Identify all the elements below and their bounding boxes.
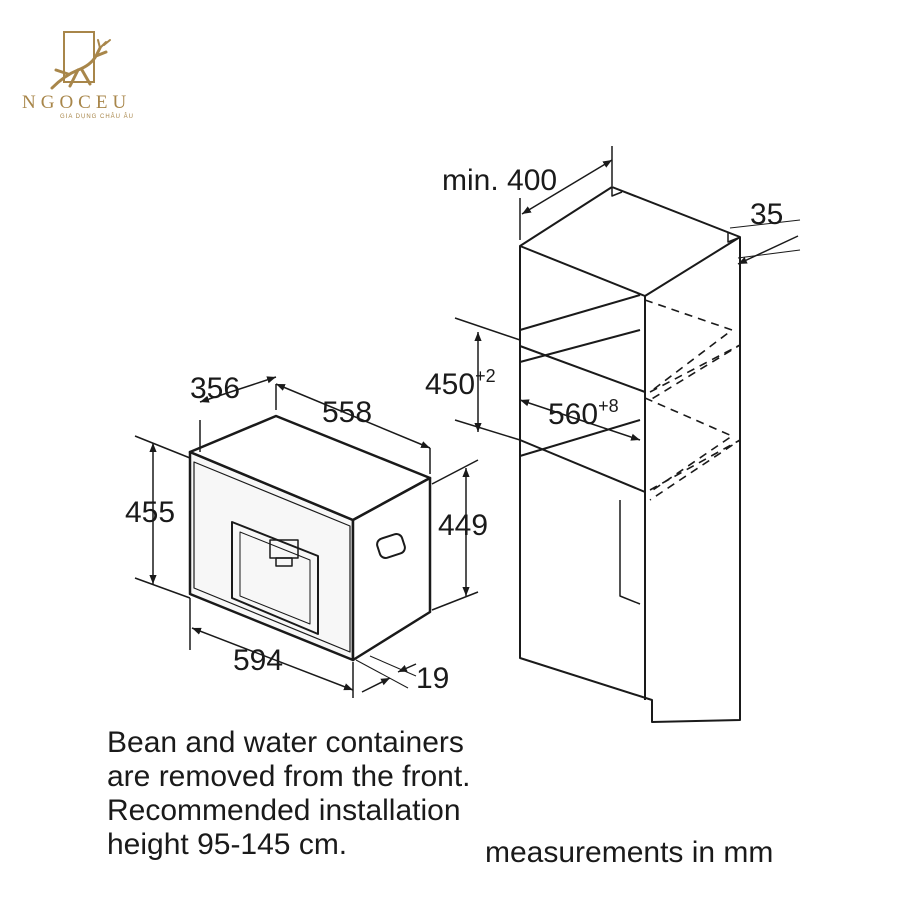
hidden-niche-lines [644, 299, 741, 501]
dim-body-width [275, 383, 431, 449]
note-line: Bean and water containers [107, 726, 464, 759]
label-rear-gap: 35 [750, 198, 783, 231]
appliance-drawing [188, 414, 432, 662]
shelf-upper-back [519, 329, 641, 363]
label-niche-width: 560+8 [548, 396, 619, 431]
label-niche-height: 450+2 [425, 366, 496, 401]
label-front-thickness: 19 [416, 662, 449, 695]
label-appliance-depth: 356 [190, 372, 240, 405]
shelf-lower [519, 439, 646, 493]
appliance-side [351, 476, 432, 662]
dimension-labels: min. 400 35 450+2 560+8 356 558 455 449 … [125, 164, 783, 695]
dim-front-width [191, 627, 354, 691]
coffee-outlet-inner [239, 531, 311, 625]
brand-name: NGOCEU [22, 92, 132, 113]
dim-rear-gap [737, 235, 799, 265]
brand-logo [20, 30, 145, 130]
dim-min-depth [521, 159, 613, 215]
label-front-width: 594 [233, 644, 283, 677]
label-min-depth: min. 400 [442, 164, 557, 197]
cabinet-drawing [519, 186, 741, 723]
units-note: measurements in mm [485, 836, 774, 869]
label-front-height: 455 [125, 496, 175, 529]
cabinet-lower-inner [619, 500, 641, 605]
label-body-width: 558 [322, 396, 372, 429]
side-handle-icon [376, 533, 406, 559]
coffee-spout-nozzle [275, 557, 293, 567]
shelf-top-back [519, 294, 641, 331]
note-line: Recommended installation [107, 794, 461, 827]
note-line: height 95-145 cm. [107, 828, 348, 861]
dimension-lines [134, 146, 801, 698]
note-line: are removed from the front. [107, 760, 471, 793]
deer-logo-icon [50, 31, 111, 90]
dim-front-thickness [361, 677, 391, 693]
brand-tagline: GIA DỤNG CHÂU ÂU [60, 114, 135, 120]
cabinet-top-front-edge [519, 236, 741, 297]
dim-niche-width [519, 399, 641, 441]
dim-appliance-depth [199, 376, 277, 403]
cabinet-outline [519, 186, 741, 723]
installation-notes: Bean and water containers are removed fr… [107, 726, 471, 862]
label-body-height: 449 [438, 509, 488, 542]
shelf-upper [519, 345, 646, 393]
